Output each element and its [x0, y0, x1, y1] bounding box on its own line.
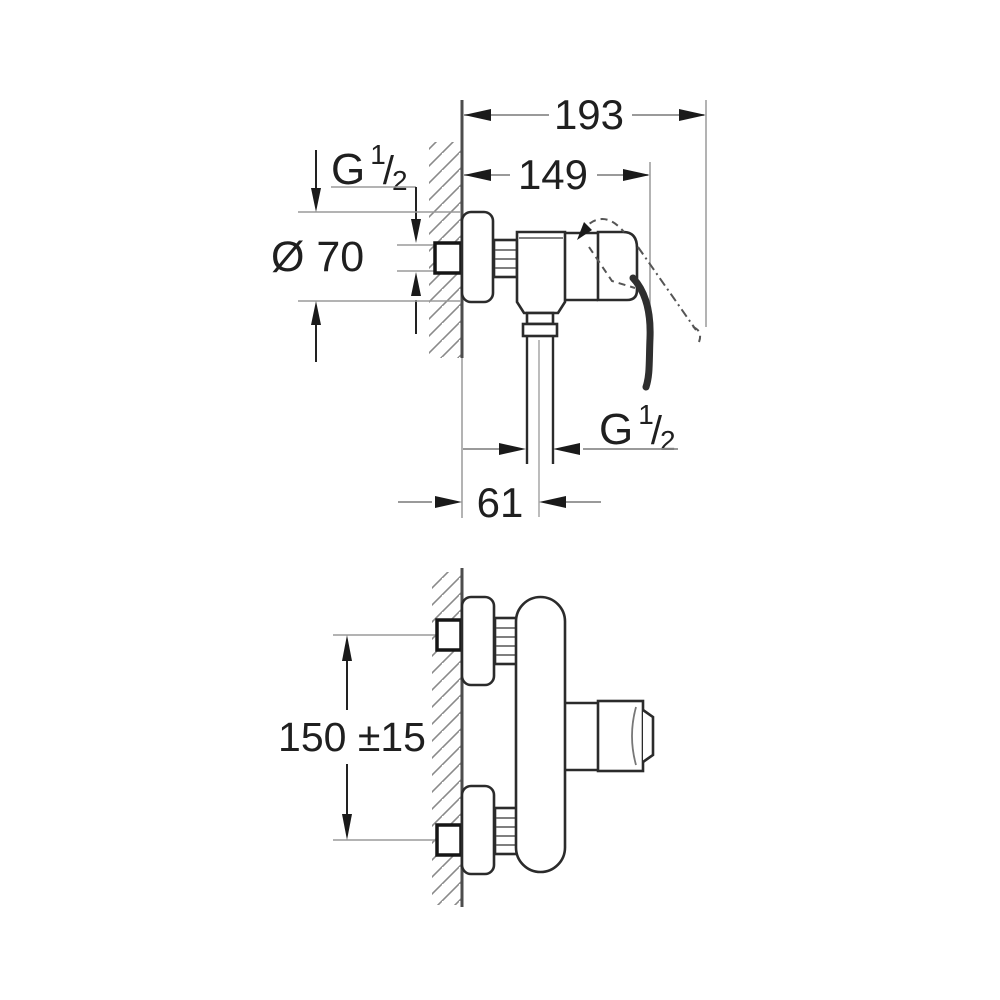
lever-alt-outline-dashed — [588, 246, 636, 289]
handle-head-front — [596, 699, 645, 773]
dim-193-arrow-right — [679, 109, 706, 121]
outlet-thread-arrow-right — [553, 443, 580, 455]
dim-61-label: 61 — [477, 479, 524, 526]
handle-cap-front — [642, 708, 655, 764]
valve-body-side — [515, 230, 567, 315]
union-nut-bottom — [493, 806, 519, 856]
escutcheon-bottom — [460, 784, 496, 876]
outlet-thread-arrow-left — [499, 443, 526, 455]
lever-handle-side — [629, 274, 654, 391]
inlet-thread-arrow-up — [411, 272, 421, 296]
handle-contour-line — [631, 706, 637, 766]
dim-193-arrow-left — [464, 109, 491, 121]
valve-body-front — [514, 595, 567, 874]
lever-rotation-arrowhead — [577, 222, 592, 240]
inlet-thread-arrow-down — [411, 219, 421, 243]
escutcheon-top — [460, 595, 496, 687]
dim-149-arrow-left — [464, 169, 491, 181]
lever-alt-extended-dashed — [637, 246, 697, 331]
union-nut-top — [493, 616, 519, 666]
dim-150-label: 150 ±15 — [278, 714, 426, 760]
dim-150-arrow-down — [342, 814, 352, 840]
dia70-label: Ø 70 — [271, 233, 364, 281]
dim-150-arrow-up — [342, 635, 352, 661]
dia70-arrow-up — [311, 301, 321, 325]
front-view: 150 ±15 — [278, 568, 655, 907]
outlet-neck — [525, 311, 555, 326]
wall-union-fitting-top — [435, 618, 463, 652]
lever-alt-tip-hook — [692, 326, 702, 343]
dia70-arrow-down — [311, 188, 321, 212]
dim-61-arrow-right — [539, 496, 566, 508]
wall-union-fitting — [433, 241, 463, 275]
outlet-flange — [521, 322, 559, 338]
dim-149-label: 149 — [518, 151, 588, 198]
wall-union-fitting-bottom — [435, 823, 463, 857]
dim-61-arrow-left — [435, 496, 462, 508]
escutcheon-side — [460, 210, 495, 304]
dim-193-label: 193 — [554, 91, 624, 138]
dim-149-arrow-right — [623, 169, 650, 181]
handle-head-side — [596, 230, 639, 302]
